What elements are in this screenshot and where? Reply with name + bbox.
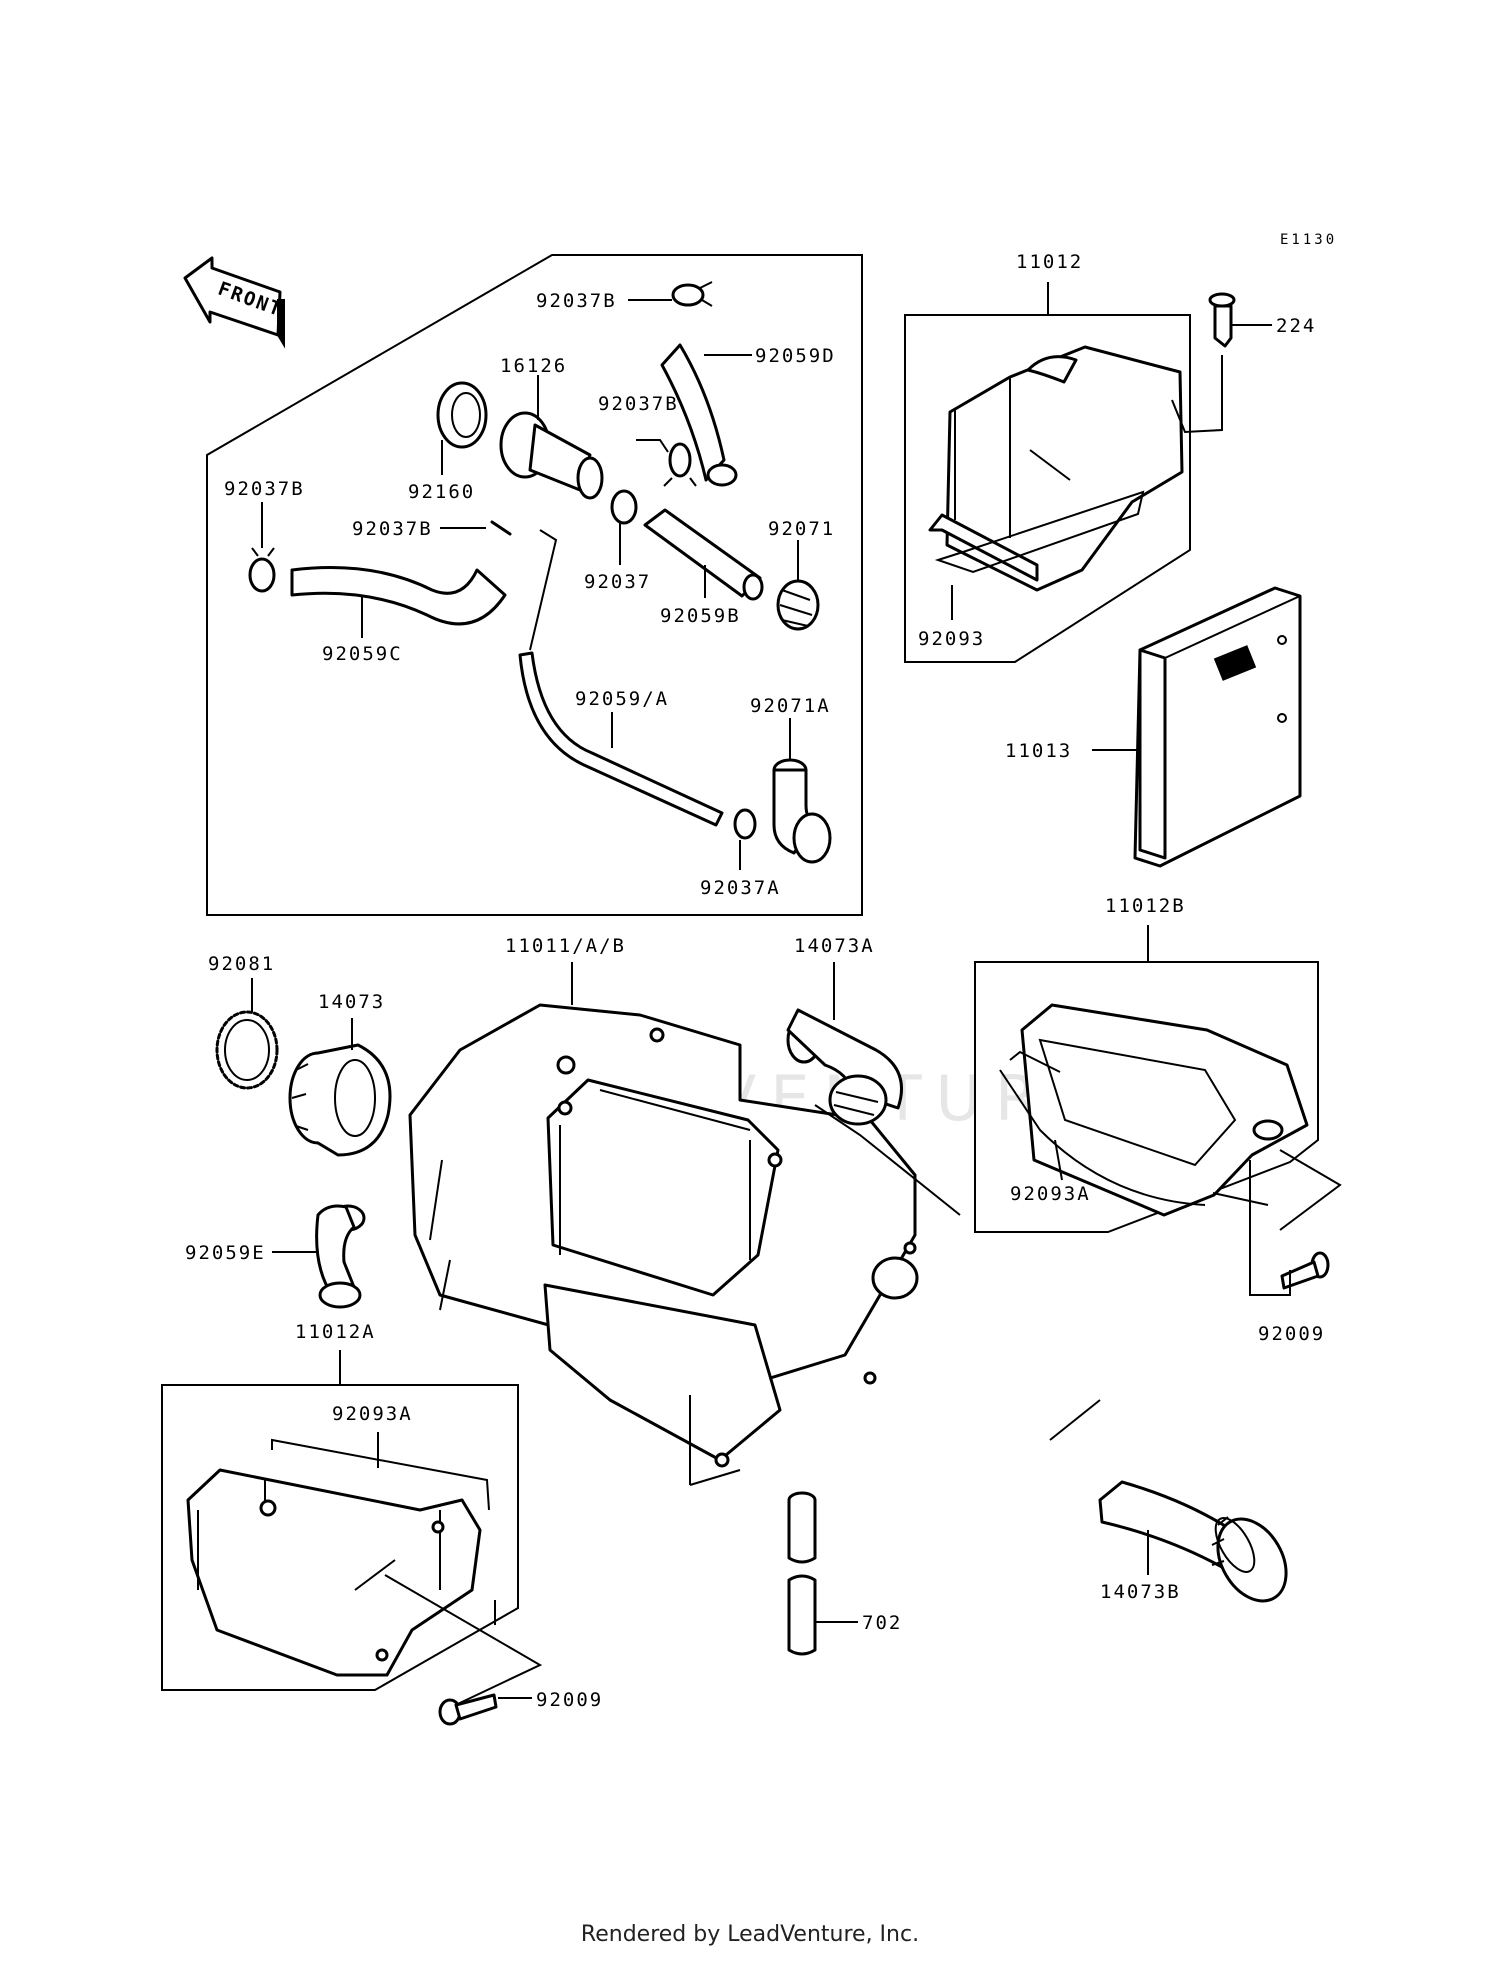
seal-92160 (436, 381, 488, 449)
elbow-92059e (315, 1204, 366, 1309)
cover-box-11012a (161, 1384, 519, 1691)
filter-element-11013 (1133, 586, 1302, 868)
clamp-92037b-left (248, 547, 276, 593)
diagram-code: E1130 (1280, 232, 1337, 248)
label-702: 702 (862, 1612, 902, 1634)
label-92093a-left: 92093A (332, 1403, 413, 1425)
label-92009-right: 92009 (1258, 1323, 1325, 1345)
tube-92059b (643, 508, 762, 598)
spring-92081 (215, 1010, 279, 1090)
footer-credit: Rendered by LeadVenture, Inc. (580, 1922, 920, 1947)
label-92037: 92037 (584, 571, 651, 593)
label-14073a: 14073A (794, 935, 875, 957)
label-92037b-small: 92037B (352, 518, 433, 540)
label-92059c: 92059C (322, 643, 403, 665)
label-92059a: 92059/A (575, 688, 669, 710)
cover-box-11012b (974, 961, 1319, 1233)
label-224: 224 (1276, 315, 1316, 337)
label-92093: 92093 (918, 628, 985, 650)
tube-702 (787, 1491, 817, 1656)
funnel-14073b (1098, 1480, 1288, 1603)
front-arrow-icon: FRONT (183, 256, 286, 349)
label-92071a: 92071A (750, 695, 831, 717)
tube-92059a (518, 651, 724, 827)
cap-92071 (776, 579, 820, 631)
label-14073: 14073 (318, 991, 385, 1013)
label-11012: 11012 (1016, 251, 1083, 273)
clamp-92037a (733, 808, 757, 840)
hose-92059c (290, 566, 507, 626)
label-92059d: 92059D (755, 345, 836, 367)
clamp-92037b-top (671, 281, 713, 307)
clamp-92037b-mid (663, 442, 697, 487)
label-92059e: 92059E (185, 1242, 266, 1264)
label-92037b-mid: 92037B (598, 393, 679, 415)
label-11012a: 11012A (295, 1321, 376, 1343)
label-92009-left: 92009 (536, 1689, 603, 1711)
cover-box-11012 (904, 314, 1191, 663)
cover-11012a (186, 1438, 490, 1677)
label-14073b: 14073B (1100, 1581, 1181, 1603)
label-92071: 92071 (768, 518, 835, 540)
hose-92059d (660, 343, 726, 482)
clamp-92037 (610, 489, 638, 525)
label-92160: 92160 (408, 481, 475, 503)
label-92037b-left: 92037B (224, 478, 305, 500)
label-92037b-top: 92037B (536, 290, 617, 312)
duct-14073a (786, 1008, 903, 1126)
cover-11012b (999, 1003, 1309, 1217)
inlet-14073 (288, 1043, 392, 1157)
hose-assembly-box (206, 254, 863, 916)
screw-92009-right (1280, 1251, 1330, 1290)
label-16126: 16126 (500, 355, 567, 377)
clamp-92037b-small (490, 520, 512, 536)
elbow-92071a (772, 758, 832, 864)
screw-92009-left (438, 1693, 498, 1726)
label-92081: 92081 (208, 953, 275, 975)
label-11012b: 11012B (1105, 895, 1186, 917)
label-11011: 11011/A/B (505, 935, 626, 957)
label-92093a-right: 92093A (1010, 1183, 1091, 1205)
label-11013: 11013 (1005, 740, 1072, 762)
valve-16126 (499, 411, 604, 500)
label-92059b: 92059B (660, 605, 741, 627)
gasket-92093 (934, 490, 1145, 574)
airbox-11011 (408, 1003, 919, 1486)
label-92037a: 92037A (700, 877, 781, 899)
cover-11012 (928, 345, 1184, 592)
screw-224 (1208, 292, 1236, 348)
